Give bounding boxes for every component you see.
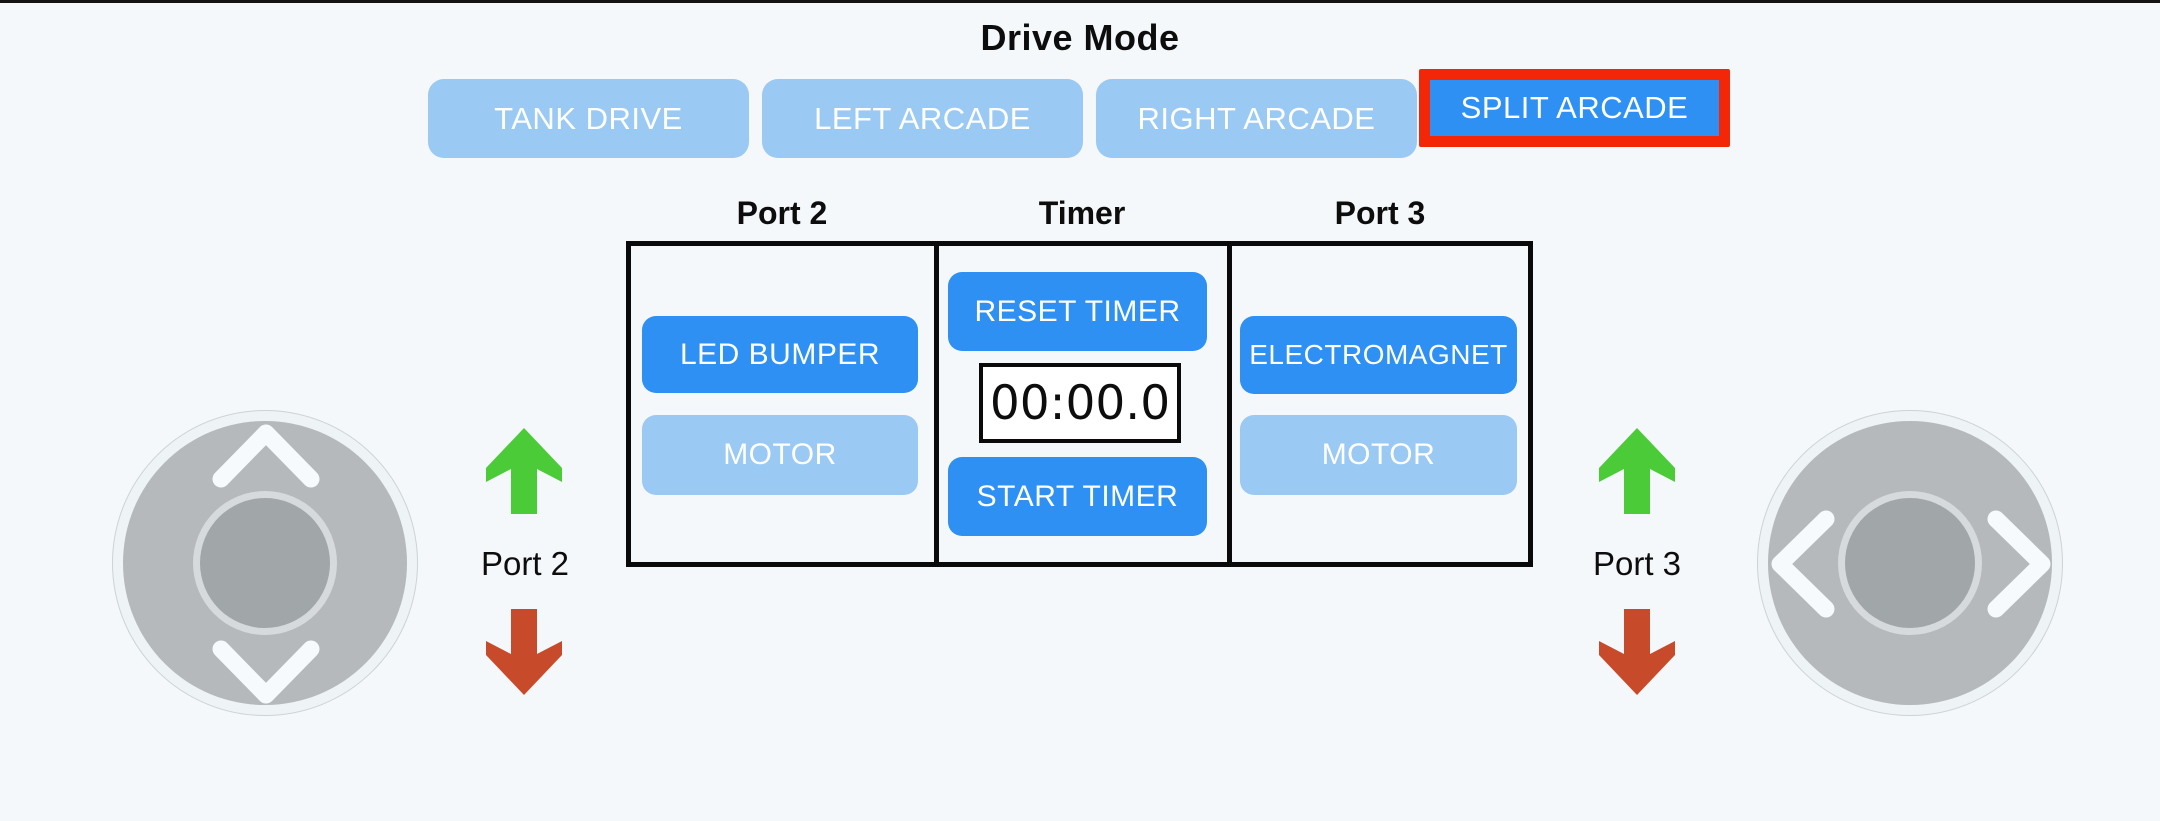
timer-display: 00:00.0: [979, 363, 1181, 443]
panel-divider: [1227, 241, 1232, 567]
control-panel-frame: [626, 241, 1533, 567]
left-arcade-button[interactable]: LEFT ARCADE: [762, 79, 1083, 158]
timer-column-header: Timer: [1038, 195, 1126, 231]
led-bumper-button[interactable]: LED BUMPER: [642, 316, 918, 393]
horizontal-chevrons-icon: [1771, 510, 2051, 618]
port2-motor-button[interactable]: MOTOR: [642, 415, 918, 495]
right-arcade-button[interactable]: RIGHT ARCADE: [1096, 79, 1417, 158]
tank-drive-button[interactable]: TANK DRIVE: [428, 79, 749, 158]
start-timer-button[interactable]: START TIMER: [948, 457, 1207, 536]
right-joystick-knob[interactable]: [1845, 498, 1975, 628]
port3-motor-button[interactable]: MOTOR: [1240, 415, 1517, 495]
port2-stick-label: Port 2: [480, 545, 570, 582]
port3-column-header: Port 3: [1334, 195, 1426, 231]
split-arcade-button-selected[interactable]: SPLIT ARCADE: [1419, 69, 1730, 147]
panel-divider: [934, 241, 939, 567]
reset-timer-button[interactable]: RESET TIMER: [948, 272, 1207, 351]
port2-column-header: Port 2: [736, 195, 828, 231]
left-joystick[interactable]: [112, 410, 418, 716]
electromagnet-button[interactable]: ELECTROMAGNET: [1240, 316, 1517, 394]
port2-forward-arrow-icon: [486, 428, 562, 514]
port3-stick-label: Port 3: [1592, 545, 1682, 582]
port2-reverse-arrow-icon: [486, 609, 562, 695]
vertical-chevrons-icon: [212, 424, 320, 704]
port3-reverse-arrow-icon: [1599, 609, 1675, 695]
left-joystick-knob[interactable]: [200, 498, 330, 628]
page-title: Drive Mode: [980, 17, 1180, 58]
right-joystick[interactable]: [1757, 410, 2063, 716]
port3-forward-arrow-icon: [1599, 428, 1675, 514]
